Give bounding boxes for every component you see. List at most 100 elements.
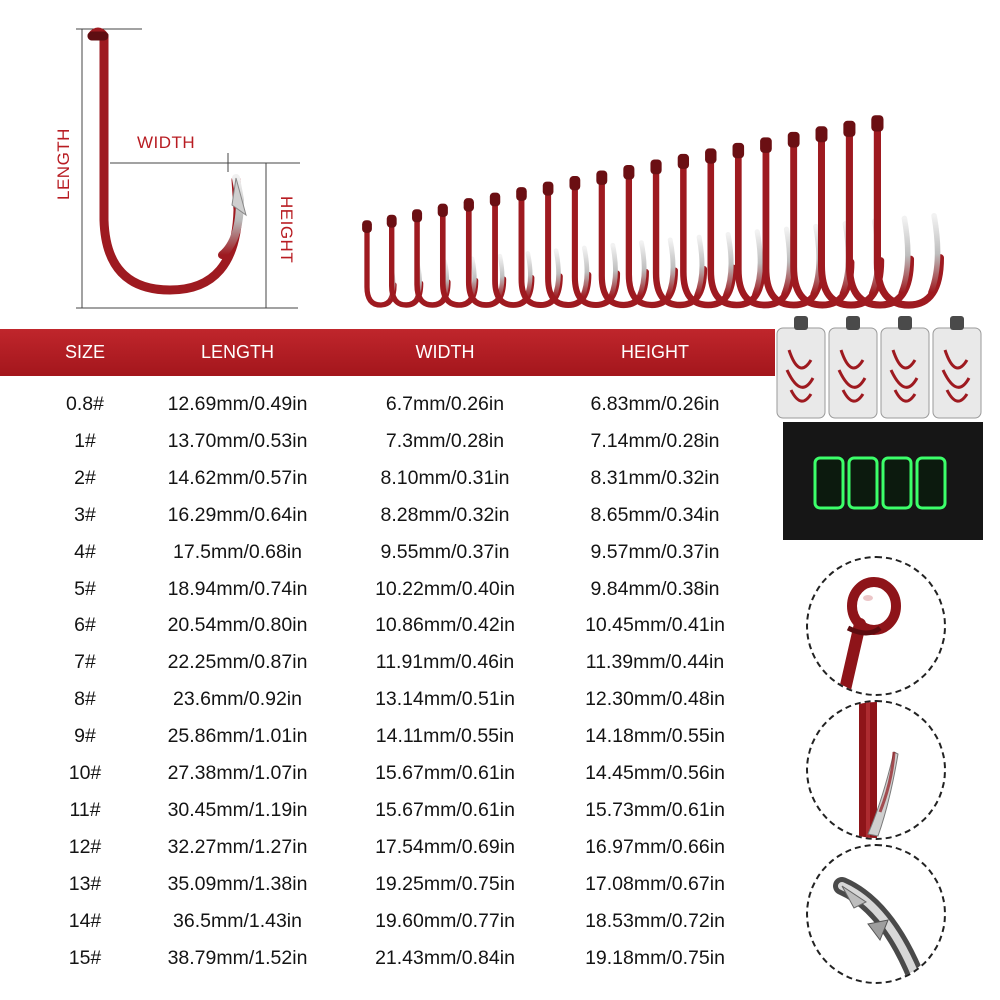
height-cell: 6.83mm/0.26in: [590, 393, 720, 415]
width-cell: 19.60mm/0.77in: [375, 909, 515, 932]
fish-hook-icon: [871, 115, 944, 309]
fish-hook-icon: [542, 181, 592, 309]
table-row: 1# 13.70mm/0.53in 7.3mm/0.28in 7.14mm/0.28i…: [0, 423, 780, 459]
header-length: LENGTH: [200, 342, 274, 362]
length-cell: 36.5mm/1.43in: [173, 909, 302, 932]
width-cell: 21.43mm/0.84in: [375, 946, 515, 969]
clear-compartment: [880, 327, 930, 419]
fish-hook-icon: [732, 142, 796, 309]
width-cell: 10.86mm/0.42in: [375, 614, 515, 637]
height-cell: 9.57mm/0.37in: [590, 540, 720, 563]
hook-point-detail: [806, 844, 946, 984]
height-cell: 14.18mm/0.55in: [585, 725, 725, 748]
size-cell: 3#: [74, 503, 96, 526]
table-row: 2# 14.62mm/0.57in 8.10mm/0.31in 8.31mm/0.32…: [0, 460, 780, 496]
length-cell: 20.54mm/0.80in: [167, 614, 308, 637]
width-cell: 9.55mm/0.37in: [380, 540, 510, 563]
width-cell: 13.14mm/0.51in: [375, 688, 515, 711]
height-cell: 11.39mm/0.44in: [585, 651, 725, 674]
width-label: WIDTH: [137, 133, 196, 152]
width-cell: 8.10mm/0.31in: [380, 466, 510, 489]
height-cell: 15.73mm/0.61in: [585, 798, 725, 821]
length-cell: 35.09mm/1.38in: [167, 872, 308, 895]
length-cell: 30.45mm/1.19in: [167, 798, 308, 821]
width-cell: 14.11mm/0.55in: [375, 725, 515, 748]
length-cell: 27.38mm/1.07in: [167, 762, 308, 784]
size-cell: 5#: [74, 577, 96, 600]
height-cell: 7.14mm/0.28in: [590, 429, 720, 452]
width-cell: 19.25mm/0.75in: [375, 872, 515, 895]
hook-barb-icon: [859, 702, 899, 838]
length-cell: 13.70mm/0.53in: [167, 429, 308, 452]
header-size: SIZE: [64, 342, 105, 362]
height-cell: 17.08mm/0.67in: [585, 872, 725, 895]
dimension-lines: [76, 27, 300, 309]
size-cell: 2#: [74, 466, 96, 489]
height-cell: 10.45mm/0.41in: [585, 614, 725, 637]
fish-hook-icon: [677, 153, 737, 309]
length-cell: 25.86mm/1.01in: [167, 725, 308, 748]
size-cell: 12#: [68, 835, 102, 858]
clear-compartment: [932, 327, 982, 419]
height-cell: 12.30mm/0.48in: [585, 688, 725, 711]
length-label: LENGTH: [54, 128, 73, 200]
fish-hook-icon: [650, 159, 708, 309]
height-cell: 16.97mm/0.66in: [585, 835, 725, 858]
hook-point-icon: [833, 877, 927, 982]
height-cell: 14.45mm/0.56in: [585, 762, 725, 784]
glow-compartment: [881, 456, 913, 510]
fish-hook-icon: [489, 192, 535, 308]
glow-compartment: [813, 456, 845, 510]
width-cell: 10.22mm/0.40in: [375, 577, 515, 600]
size-cell: 15#: [68, 946, 102, 969]
size-cell: 7#: [74, 651, 96, 674]
length-cell: 18.94mm/0.74in: [167, 577, 308, 600]
fish-hook-icon: [569, 176, 621, 309]
size-cell: 13#: [68, 872, 102, 895]
height-cell: 19.18mm/0.75in: [585, 946, 725, 969]
width-cell: 7.3mm/0.28in: [385, 429, 505, 452]
fish-hook-icon: [623, 164, 678, 309]
fish-hook-icon: [516, 187, 563, 308]
length-cell: 16.29mm/0.64in: [167, 503, 308, 526]
glow-compartment: [847, 456, 879, 510]
table-row: 9# 25.86mm/1.01in 14.11mm/0.55in 14.18mm/0.…: [0, 718, 780, 754]
hook-eye-detail: [806, 556, 946, 696]
height-label: HEIGHT: [277, 196, 296, 264]
length-cell: 38.79mm/1.52in: [167, 946, 308, 969]
size-cell: 0.8#: [66, 393, 104, 415]
header-height: HEIGHT: [620, 342, 689, 362]
header-width: WIDTH: [415, 342, 475, 362]
glow-compartment: [915, 456, 947, 510]
clear-compartment: [828, 327, 878, 419]
size-cell: 4#: [74, 540, 96, 563]
size-cell: 10#: [68, 762, 102, 784]
length-cell: 17.5mm/0.68in: [173, 540, 302, 563]
hook-dimension-diagram: LENGTH WIDTH HEIGHT: [0, 0, 320, 320]
product-box-image: [775, 310, 1000, 542]
hook-size-lineup: [362, 115, 944, 309]
clear-compartment: [776, 327, 826, 419]
width-cell: 17.54mm/0.69in: [375, 835, 515, 858]
length-cell: 32.27mm/1.27in: [167, 835, 308, 858]
table-row: 15# 38.79mm/1.52in 21.43mm/0.84in 19.18mm/0…: [0, 940, 780, 976]
length-cell: 14.62mm/0.57in: [167, 466, 308, 489]
width-cell: 6.7mm/0.26in: [385, 393, 505, 415]
width-cell: 15.67mm/0.61in: [375, 798, 515, 821]
table-row: 12# 32.27mm/1.27in 17.54mm/0.69in 16.97mm/0…: [0, 829, 780, 865]
size-cell: 1#: [74, 429, 96, 452]
width-cell: 15.67mm/0.61in: [375, 762, 515, 784]
height-cell: 8.31mm/0.32in: [590, 466, 720, 489]
fish-hook-icon: [705, 148, 766, 309]
length-cell: 23.6mm/0.92in: [173, 688, 302, 711]
fish-hook-icon: [87, 27, 247, 295]
width-cell: 11.91mm/0.46in: [375, 651, 515, 674]
size-cell: 9#: [74, 725, 96, 748]
